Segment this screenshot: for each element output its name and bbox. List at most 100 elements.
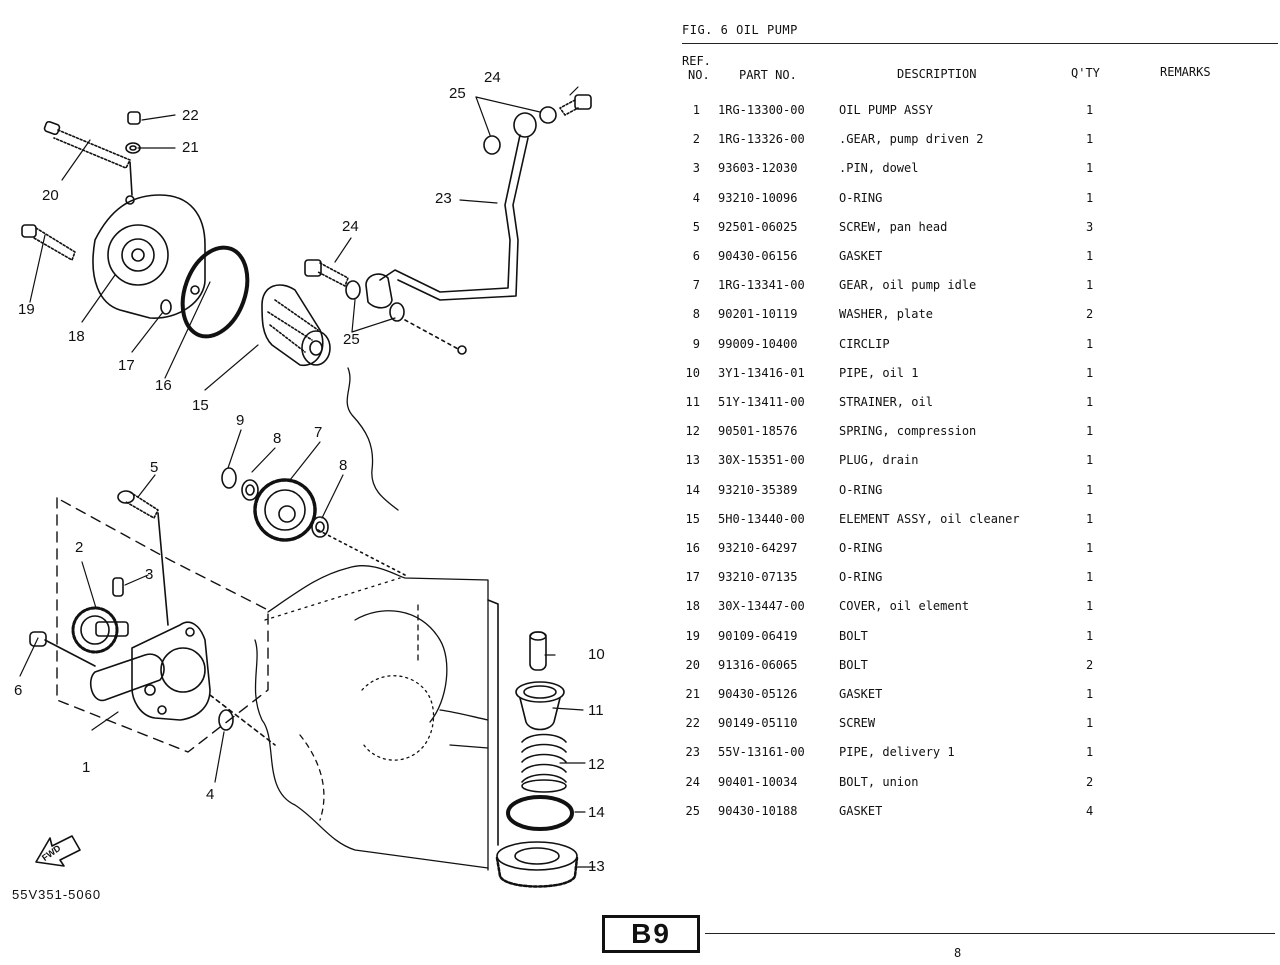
part-number-cell: 90201-10119 — [718, 307, 798, 321]
callout-8a: 8 — [273, 430, 282, 447]
callout-2: 2 — [75, 539, 84, 556]
quantity-cell: 1 — [1086, 366, 1094, 380]
oil-element-drawing — [261, 284, 331, 366]
ref-cell: 24 — [685, 775, 700, 789]
header-part-no: PART NO. — [739, 68, 797, 82]
o-ring-4-drawing — [209, 694, 276, 746]
callout-25a: 25 — [449, 85, 466, 102]
pump-assembly-boundary — [56, 497, 269, 753]
compression-spring-drawing — [521, 733, 567, 793]
description-cell: GASKET — [839, 804, 883, 818]
callout-3: 3 — [145, 566, 154, 583]
part-number-cell: 90501-18576 — [718, 424, 798, 438]
description-cell: GASKET — [839, 249, 883, 263]
oil-element-cover-drawing — [92, 194, 206, 319]
o-ring-16-drawing — [180, 245, 250, 339]
description-cell: O-RING — [839, 483, 883, 497]
part-number-cell: 30X-13447-00 — [718, 599, 805, 613]
part-number-cell: 3Y1-13416-01 — [718, 366, 805, 380]
part-number-cell: 90430-06156 — [718, 249, 798, 263]
figure-title: FIG. 6 OIL PUMP — [682, 23, 798, 37]
gasket-25-drawing — [345, 106, 557, 322]
callout-24a: 24 — [484, 69, 501, 86]
ref-cell: 23 — [685, 745, 700, 759]
callout-18: 18 — [68, 328, 85, 345]
quantity-cell: 3 — [1086, 220, 1094, 234]
gasket-6-drawing — [29, 631, 47, 647]
part-number-cell: 93210-35389 — [718, 483, 798, 497]
exploded-diagram: 1 2 3 4 5 6 7 8 8 9 10 11 12 13 14 15 16… — [12, 69, 605, 903]
quantity-cell: 1 — [1086, 132, 1094, 146]
callout-9: 9 — [236, 412, 245, 429]
ref-cell: 7 — [692, 278, 700, 292]
callout-10: 10 — [588, 646, 605, 663]
callout-8b: 8 — [339, 457, 348, 474]
oil-pump-assy-drawing — [44, 621, 211, 721]
header-qty: Q'TY — [1071, 66, 1100, 80]
idle-gear-drawing — [253, 478, 317, 542]
part-number-cell: 90401-10034 — [718, 775, 798, 789]
ref-cell: 21 — [685, 687, 700, 701]
ref-cell: 9 — [692, 337, 700, 351]
ref-cell: 2 — [692, 132, 700, 146]
part-number-cell: 92501-06025 — [718, 220, 798, 234]
circlip-drawing — [221, 467, 406, 576]
description-cell: OIL PUMP ASSY — [839, 103, 933, 117]
washer-drawing — [241, 479, 329, 538]
ref-cell: 17 — [685, 570, 700, 584]
diagram-drawing — [19, 86, 596, 888]
quantity-cell: 1 — [1086, 249, 1094, 263]
description-cell: ELEMENT ASSY, oil cleaner — [839, 512, 1020, 526]
description-cell: PLUG, drain — [839, 453, 919, 467]
ref-cell: 3 — [692, 161, 700, 175]
part-number-cell: 93210-10096 — [718, 191, 798, 205]
bolt-19-drawing — [21, 224, 76, 261]
quantity-cell: 1 — [1086, 161, 1094, 175]
description-cell: PIPE, delivery 1 — [839, 745, 955, 759]
table-row: 21 90430-05126 GASKET 1 — [0, 687, 1280, 707]
description-cell: O-RING — [839, 191, 883, 205]
quantity-cell: 1 — [1086, 483, 1094, 497]
part-number-cell: 99009-10400 — [718, 337, 798, 351]
header-rule — [682, 43, 1278, 44]
ref-cell: 10 — [685, 366, 700, 380]
quantity-cell: 1 — [1086, 103, 1094, 117]
part-number-cell: 90430-05126 — [718, 687, 798, 701]
oil-pipe-drawing — [529, 631, 547, 671]
part-number-cell: 1RG-13341-00 — [718, 278, 805, 292]
part-number-cell: 91316-06065 — [718, 658, 798, 672]
ref-cell: 15 — [685, 512, 700, 526]
part-number-cell: 93210-07135 — [718, 570, 798, 584]
pump-driven-gear-drawing — [71, 606, 129, 654]
ref-cell: 19 — [685, 629, 700, 643]
quantity-cell: 1 — [1086, 424, 1094, 438]
description-cell: GEAR, oil pump idle — [839, 278, 977, 292]
quantity-cell: 1 — [1086, 337, 1094, 351]
part-number-cell: 5H0-13440-00 — [718, 512, 805, 526]
description-cell: .GEAR, pump driven 2 — [839, 132, 984, 146]
callout-21: 21 — [182, 139, 199, 156]
ref-cell: 4 — [692, 191, 700, 205]
part-number-cell: 1RG-13300-00 — [718, 103, 805, 117]
ref-cell: 5 — [692, 220, 700, 234]
quantity-cell: 1 — [1086, 745, 1094, 759]
quantity-cell: 1 — [1086, 687, 1094, 701]
ref-cell: 25 — [685, 804, 700, 818]
description-cell: GASKET — [839, 687, 883, 701]
strainer-bracket — [487, 599, 499, 846]
ref-cell: 8 — [692, 307, 700, 321]
callout-6: 6 — [14, 682, 23, 699]
quantity-cell: 2 — [1086, 307, 1094, 321]
